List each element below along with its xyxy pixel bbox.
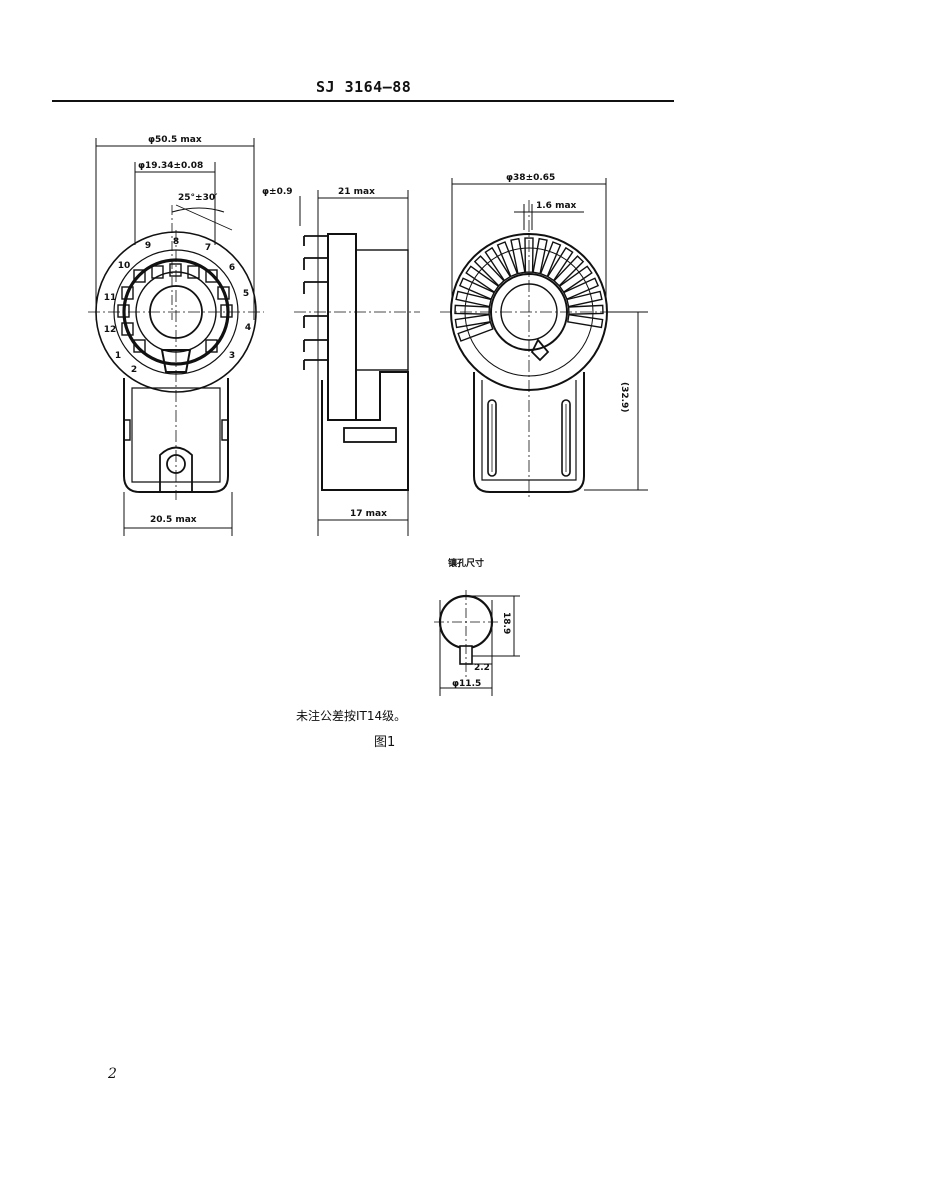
document-code: SJ 3164—88 xyxy=(316,78,412,96)
rear-terminal xyxy=(455,290,492,308)
mount-dia-label: φ11.5 xyxy=(452,679,481,689)
rear-terminal xyxy=(553,255,585,287)
position-label-5: 5 xyxy=(243,289,249,299)
mounting-hole-view xyxy=(434,590,520,696)
figure-label: 图1 xyxy=(374,735,395,750)
rear-terminal xyxy=(496,241,519,278)
rear-terminal xyxy=(454,313,491,329)
rear-offset-label: 1.6 max xyxy=(536,201,577,211)
front-outer-dia-label: φ50.5 max xyxy=(148,135,202,145)
side-view xyxy=(294,190,420,536)
position-label-10: 10 xyxy=(118,261,131,271)
rear-terminal xyxy=(473,255,505,287)
rear-terminal xyxy=(454,304,491,315)
rear-terminal xyxy=(458,277,496,301)
mount-height-label: 18.9 xyxy=(501,612,511,634)
position-label-1: 1 xyxy=(115,351,121,361)
rear-terminal xyxy=(532,237,548,275)
front-inner-dia-label: φ19.34±0.08 xyxy=(138,161,203,171)
position-label-2: 2 xyxy=(131,365,137,375)
side-length-top-label: 21 max xyxy=(338,187,375,197)
rear-terminal xyxy=(465,265,500,294)
rear-terminal xyxy=(562,277,600,301)
rear-terminal xyxy=(566,290,603,308)
front-view xyxy=(88,138,264,536)
position-label-6: 6 xyxy=(229,263,235,273)
rear-height-label: (32.9) xyxy=(619,382,629,412)
rear-terminal xyxy=(558,265,593,294)
rear-terminal xyxy=(484,246,512,282)
mount-slot-label: 2.2 xyxy=(474,663,490,673)
rear-dia-label: φ38±0.65 xyxy=(506,173,555,183)
front-angle-label: 25°±30′ xyxy=(178,193,218,203)
mounting-hole-title: 镶孔尺寸 xyxy=(448,557,484,569)
rear-view xyxy=(440,178,648,498)
rear-terminal xyxy=(546,246,574,282)
header-rule xyxy=(52,100,674,102)
position-label-3: 3 xyxy=(229,351,235,361)
side-pin-label: φ±0.9 xyxy=(262,187,293,197)
position-label-12: 12 xyxy=(104,325,117,335)
rear-terminal xyxy=(567,313,604,329)
front-bottom-width-label: 20.5 max xyxy=(150,515,197,525)
side-length-bottom-label: 17 max xyxy=(350,509,387,519)
rear-terminal xyxy=(567,304,604,315)
rear-terminal xyxy=(510,237,526,275)
position-label-9: 9 xyxy=(145,241,151,251)
rear-terminal xyxy=(524,237,534,273)
position-label-8: 8 xyxy=(173,237,179,247)
position-label-11: 11 xyxy=(104,293,117,303)
position-label-7: 7 xyxy=(205,243,211,253)
rear-terminal xyxy=(539,241,562,278)
tolerance-note: 未注公差按IT14级。 xyxy=(296,708,406,723)
page-number: 2 xyxy=(108,1066,117,1082)
position-label-4: 4 xyxy=(245,323,251,333)
rear-terminal xyxy=(457,321,494,342)
